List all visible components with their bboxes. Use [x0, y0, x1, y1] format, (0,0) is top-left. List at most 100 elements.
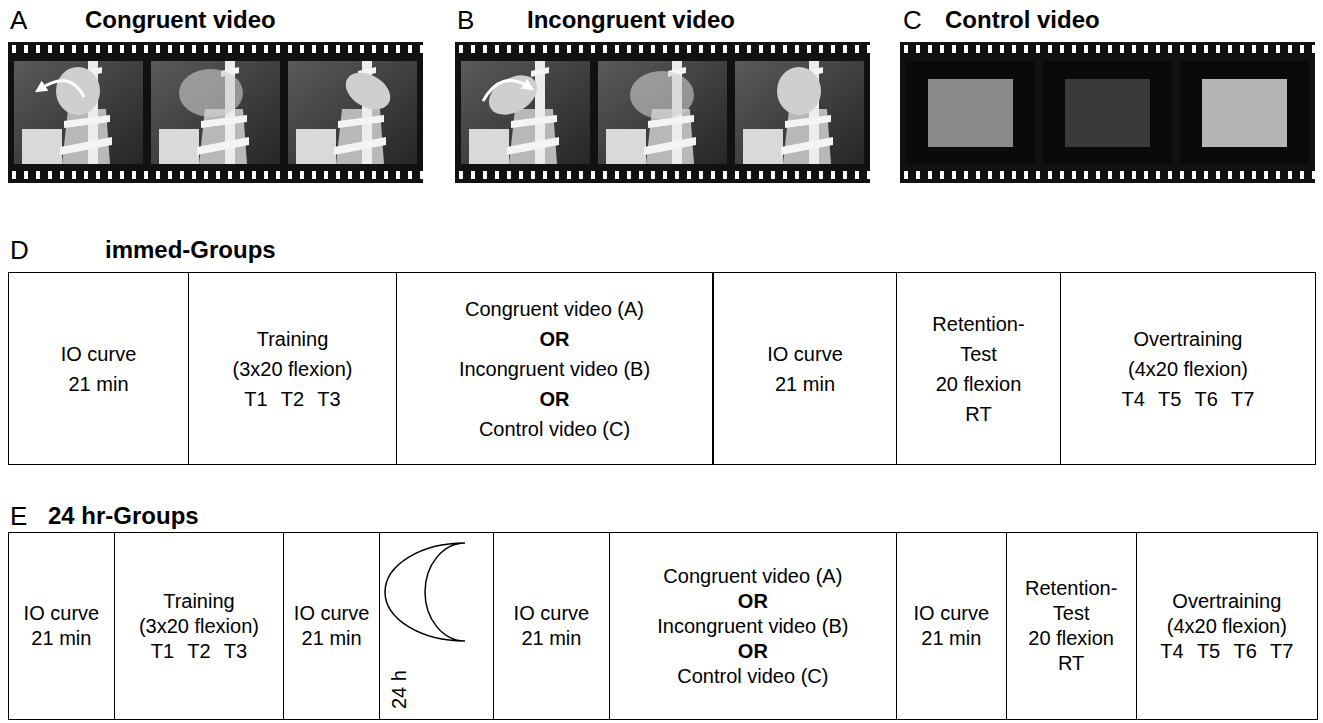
sprocket-row	[8, 167, 423, 181]
video-frame	[735, 61, 864, 164]
cell-text: 21 min	[921, 626, 981, 651]
film-strip	[8, 42, 423, 183]
cell-text: Control video (C)	[677, 664, 828, 689]
panel-letter: B	[457, 6, 474, 34]
panel-letter: C	[903, 6, 922, 34]
protocol-cell: Congruent video (A)ORIncongruent video (…	[609, 532, 897, 720]
cell-text: Overtraining	[1172, 589, 1281, 614]
video-frame	[906, 61, 1035, 164]
protocol-cell: Training(3x20 flexion)T1 T2 T3	[188, 272, 397, 465]
cell-text: Overtraining	[1134, 324, 1243, 354]
protocol-cell: Retention-Test20 flexionRT	[896, 272, 1061, 465]
cell-text: Control video (C)	[479, 414, 630, 444]
cell-text: Training	[163, 589, 235, 614]
hand-blurred	[630, 71, 694, 119]
sprocket-row	[900, 167, 1315, 181]
frame-ground	[1180, 61, 1309, 164]
cell-text: RT	[1058, 651, 1084, 676]
protocol-cell: IO curve21 min	[896, 532, 1007, 720]
panel-title: Congruent video	[85, 6, 276, 34]
protocol-cell: IO curve21 min	[8, 532, 115, 720]
cell-text: 21 min	[775, 369, 835, 399]
cell-text: IO curve	[61, 339, 137, 369]
cell-text: OR	[738, 639, 768, 664]
cell-text: 20 flexion	[1028, 626, 1114, 651]
sprocket-row	[455, 167, 870, 181]
panel-title: Control video	[945, 6, 1100, 34]
cell-text: T1 T2 T3	[151, 639, 247, 664]
cell-text: 21 min	[31, 626, 91, 651]
motion-arrow	[40, 81, 84, 97]
arm-photo	[598, 61, 727, 164]
protocol-cell: IO curve21 min	[283, 532, 380, 720]
protocol-cell: Training(3x20 flexion)T1 T2 T3	[114, 532, 284, 720]
cell-text: Congruent video (A)	[465, 294, 644, 324]
panel-letter: E	[10, 502, 27, 530]
pause-cell: 24 h	[379, 532, 494, 720]
protocol-cell: Overtraining(4x20 flexion)T4 T5 T6 T7	[1060, 272, 1316, 465]
cell-text: (3x20 flexion)	[232, 354, 352, 384]
cell-text: RT	[965, 399, 991, 429]
film-strip	[900, 42, 1315, 183]
video-frame	[598, 61, 727, 164]
cell-text: 21 min	[521, 626, 581, 651]
sprocket-row	[455, 44, 870, 58]
cell-text: Incongruent video (B)	[657, 614, 848, 639]
strip-body	[455, 42, 870, 183]
cell-text: OR	[540, 324, 570, 354]
cell-text: Retention-Test	[924, 309, 1034, 369]
arm-photo	[735, 61, 864, 164]
motion-arrow	[483, 81, 529, 101]
cell-text: T4 T5 T6 T7	[1160, 639, 1293, 664]
panel-title: immed-Groups	[105, 236, 276, 264]
cell-text: (4x20 flexion)	[1167, 614, 1287, 639]
video-frame	[288, 61, 417, 164]
arm-photo	[288, 61, 417, 164]
grey-square	[1202, 79, 1287, 147]
cell-text: Incongruent video (B)	[459, 354, 650, 384]
cell-text: T1 T2 T3	[244, 384, 340, 414]
cell-text: 20 flexion	[936, 369, 1022, 399]
video-frame	[151, 61, 280, 164]
sprocket-row	[8, 44, 423, 58]
grey-square	[928, 79, 1013, 147]
protocol-cell: IO curve21 min	[8, 272, 189, 465]
cell-text: T4 T5 T6 T7	[1122, 384, 1255, 414]
cell-text: IO curve	[767, 339, 843, 369]
cell-text: Training	[257, 324, 329, 354]
arm-photo	[461, 61, 590, 164]
protocol-cell: IO curve21 min	[712, 272, 897, 465]
video-frame	[1043, 61, 1172, 164]
hand	[339, 65, 397, 117]
strip-body	[900, 42, 1315, 183]
arm-photo	[14, 61, 143, 164]
protocol-cell: IO curve21 min	[493, 532, 610, 720]
film-strip	[455, 42, 870, 183]
hand	[482, 67, 544, 122]
protocol-cell: Retention-Test20 flexionRT	[1006, 532, 1137, 720]
cell-text: IO curve	[24, 601, 100, 626]
panel-letter: A	[10, 6, 27, 34]
video-frame	[461, 61, 590, 164]
protocol-cell: Congruent video (A)ORIncongruent video (…	[396, 272, 713, 465]
arm-photo	[151, 61, 280, 164]
video-frame	[1180, 61, 1309, 164]
hand-blurred	[179, 69, 243, 117]
strip-body	[8, 42, 423, 183]
sprocket-row	[900, 44, 1315, 58]
duration-label: 24 h	[388, 670, 410, 709]
frame-ground	[1043, 61, 1172, 164]
panel-title: Incongruent video	[527, 6, 735, 34]
cell-text: OR	[540, 384, 570, 414]
cell-text: 21 min	[68, 369, 128, 399]
cell-text: IO curve	[294, 601, 370, 626]
crescent-moon	[385, 543, 465, 641]
video-frame	[14, 61, 143, 164]
panel-title: 24 hr-Groups	[48, 502, 199, 530]
cell-text: Congruent video (A)	[663, 564, 842, 589]
cell-text: IO curve	[914, 601, 990, 626]
cell-text: OR	[738, 589, 768, 614]
hand	[777, 67, 821, 115]
